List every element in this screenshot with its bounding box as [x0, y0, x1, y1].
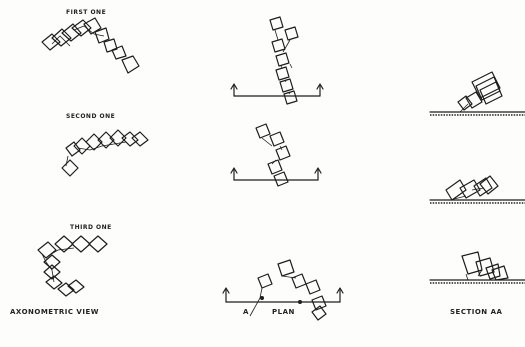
- plan-third-one: [222, 259, 344, 321]
- plan-second-one: [230, 123, 322, 187]
- column-label-plan: PLAN: [272, 308, 295, 316]
- row-label-second: SECOND ONE: [66, 113, 116, 120]
- section-third-one: [429, 251, 525, 284]
- axonometric-first-one: [41, 17, 140, 74]
- axonometric-second-one: [61, 129, 149, 177]
- column-label-section: SECTION AA: [450, 308, 503, 316]
- row-label-third: THIRD ONE: [70, 224, 112, 231]
- axonometric-third-one: [37, 235, 108, 297]
- plan-section-marker: A: [243, 308, 249, 316]
- plan-first-one: [230, 16, 324, 105]
- column-label-axonometric: AXONOMETRIC VIEW: [10, 308, 99, 316]
- section-first-one: [429, 71, 525, 116]
- section-second-one: [429, 175, 525, 204]
- row-label-first: FIRST ONE: [66, 9, 107, 16]
